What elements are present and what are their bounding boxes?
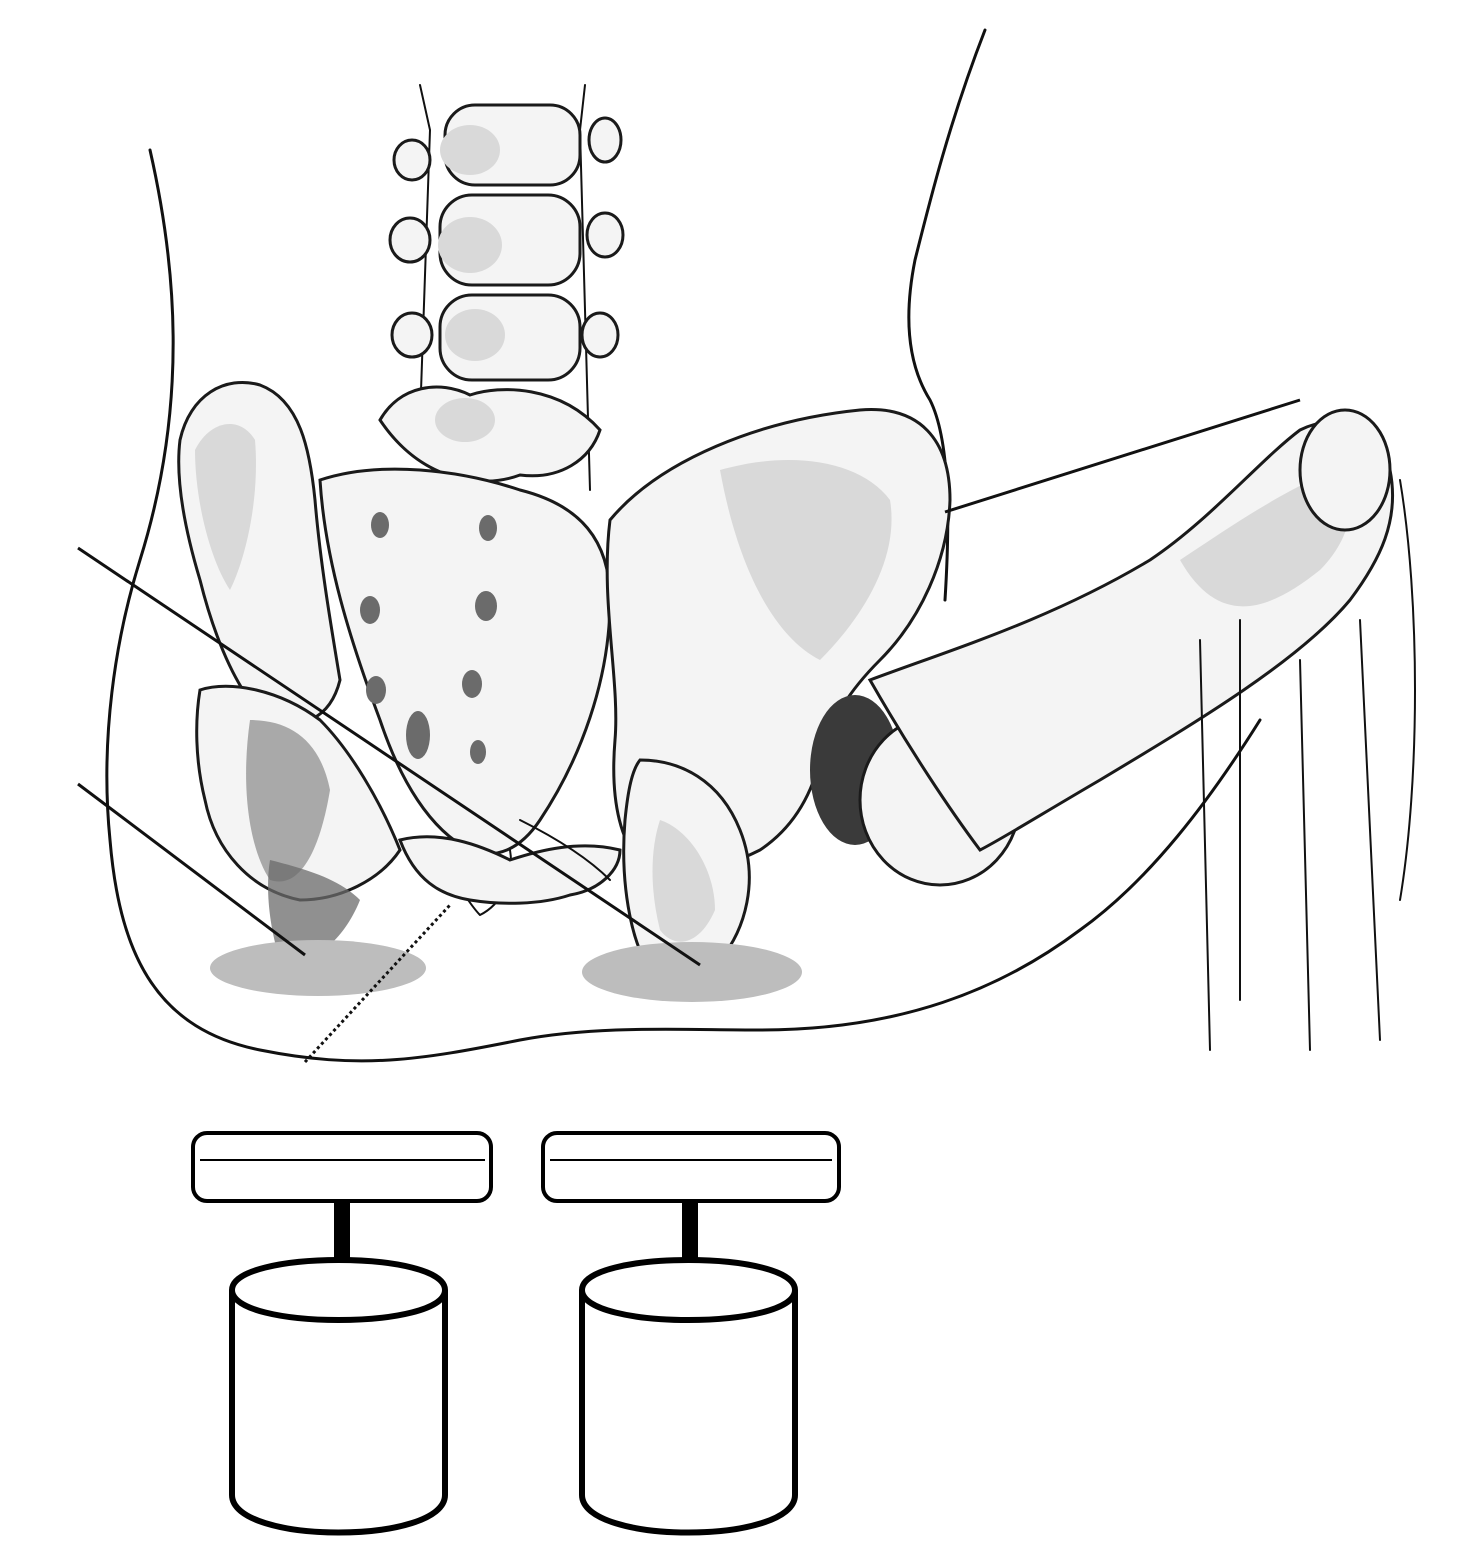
contact-patch-left (210, 940, 426, 996)
sensor-right-plate (543, 1133, 839, 1201)
vertebra-s1 (380, 387, 600, 481)
pressure-sensor-right (543, 1133, 839, 1533)
contact-patch-right (582, 942, 802, 1002)
pressure-sensor-left (193, 1133, 491, 1533)
sensor-left-plate (193, 1133, 491, 1201)
lumbar-spine (380, 85, 623, 490)
